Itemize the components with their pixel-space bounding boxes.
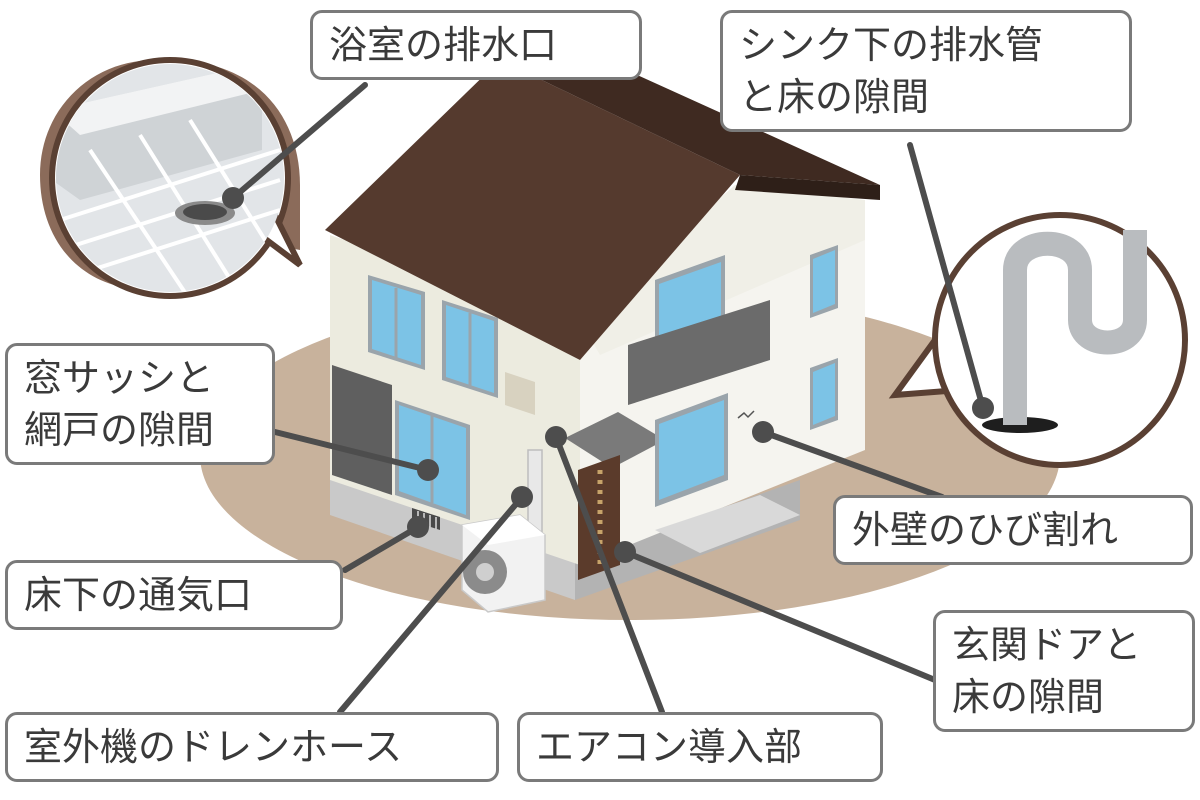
shutter-box <box>332 365 392 495</box>
roof-edge <box>735 175 880 200</box>
label-wall-crack-text: 外壁のひび割れ <box>852 508 1119 552</box>
label-sink-pipe-gap-line2: と床の隙間 <box>739 75 930 119</box>
label-entrance-door-gap-line1: 玄関ドアと <box>952 623 1142 667</box>
label-window-sash-gap-line2: 網戸の隙間 <box>24 408 215 452</box>
bathtub-drain-icon <box>175 201 235 225</box>
label-entrance-door-gap-line2: 床の隙間 <box>952 675 1105 719</box>
label-ac-drain-hose-text: 室外機のドレンホース <box>24 725 403 769</box>
label-sink-pipe-gap: シンク下の排水管 と床の隙間 <box>720 10 1132 132</box>
roof-top <box>325 60 740 360</box>
balcony <box>628 300 770 405</box>
label-entrance-door-gap: 玄関ドアと 床の隙間 <box>933 610 1195 732</box>
door-canopy <box>565 412 665 468</box>
label-ac-inlet-text: エアコン導入部 <box>536 725 803 769</box>
sink-zoom-bubble <box>888 212 1188 468</box>
ac-pipe-cover <box>505 372 535 415</box>
pointer-lines <box>230 82 986 715</box>
label-window-sash-gap: 窓サッシと 網戸の隙間 <box>5 343 275 465</box>
label-wall-crack: 外壁のひび割れ <box>833 495 1193 565</box>
label-ac-inlet: エアコン導入部 <box>517 712 883 782</box>
entrance-door <box>578 455 620 580</box>
pointer-dots <box>222 187 994 563</box>
label-bathroom-drain-text: 浴室の排水口 <box>329 23 558 67</box>
label-ac-drain-hose: 室外機のドレンホース <box>5 712 499 782</box>
window-small-lower <box>810 358 838 430</box>
porch-step <box>655 495 800 553</box>
window-small-upper <box>810 245 838 318</box>
s-trap-pipe-icon <box>982 230 1147 433</box>
outdoor-ac-unit-icon <box>461 514 546 613</box>
window-upper-middle <box>442 300 498 398</box>
label-window-sash-gap-line1: 窓サッシと <box>24 356 215 400</box>
wall-crack-mark <box>737 410 755 419</box>
window-lower-right <box>655 393 728 507</box>
window-upper-left <box>368 275 425 370</box>
label-underfloor-vent: 床下の通気口 <box>5 560 343 630</box>
label-bathroom-drain: 浴室の排水口 <box>310 10 642 80</box>
bathroom-zoom-bubble <box>40 57 303 299</box>
label-underfloor-vent-text: 床下の通気口 <box>24 573 253 617</box>
label-sink-pipe-gap-line1: シンク下の排水管 <box>739 23 1044 67</box>
